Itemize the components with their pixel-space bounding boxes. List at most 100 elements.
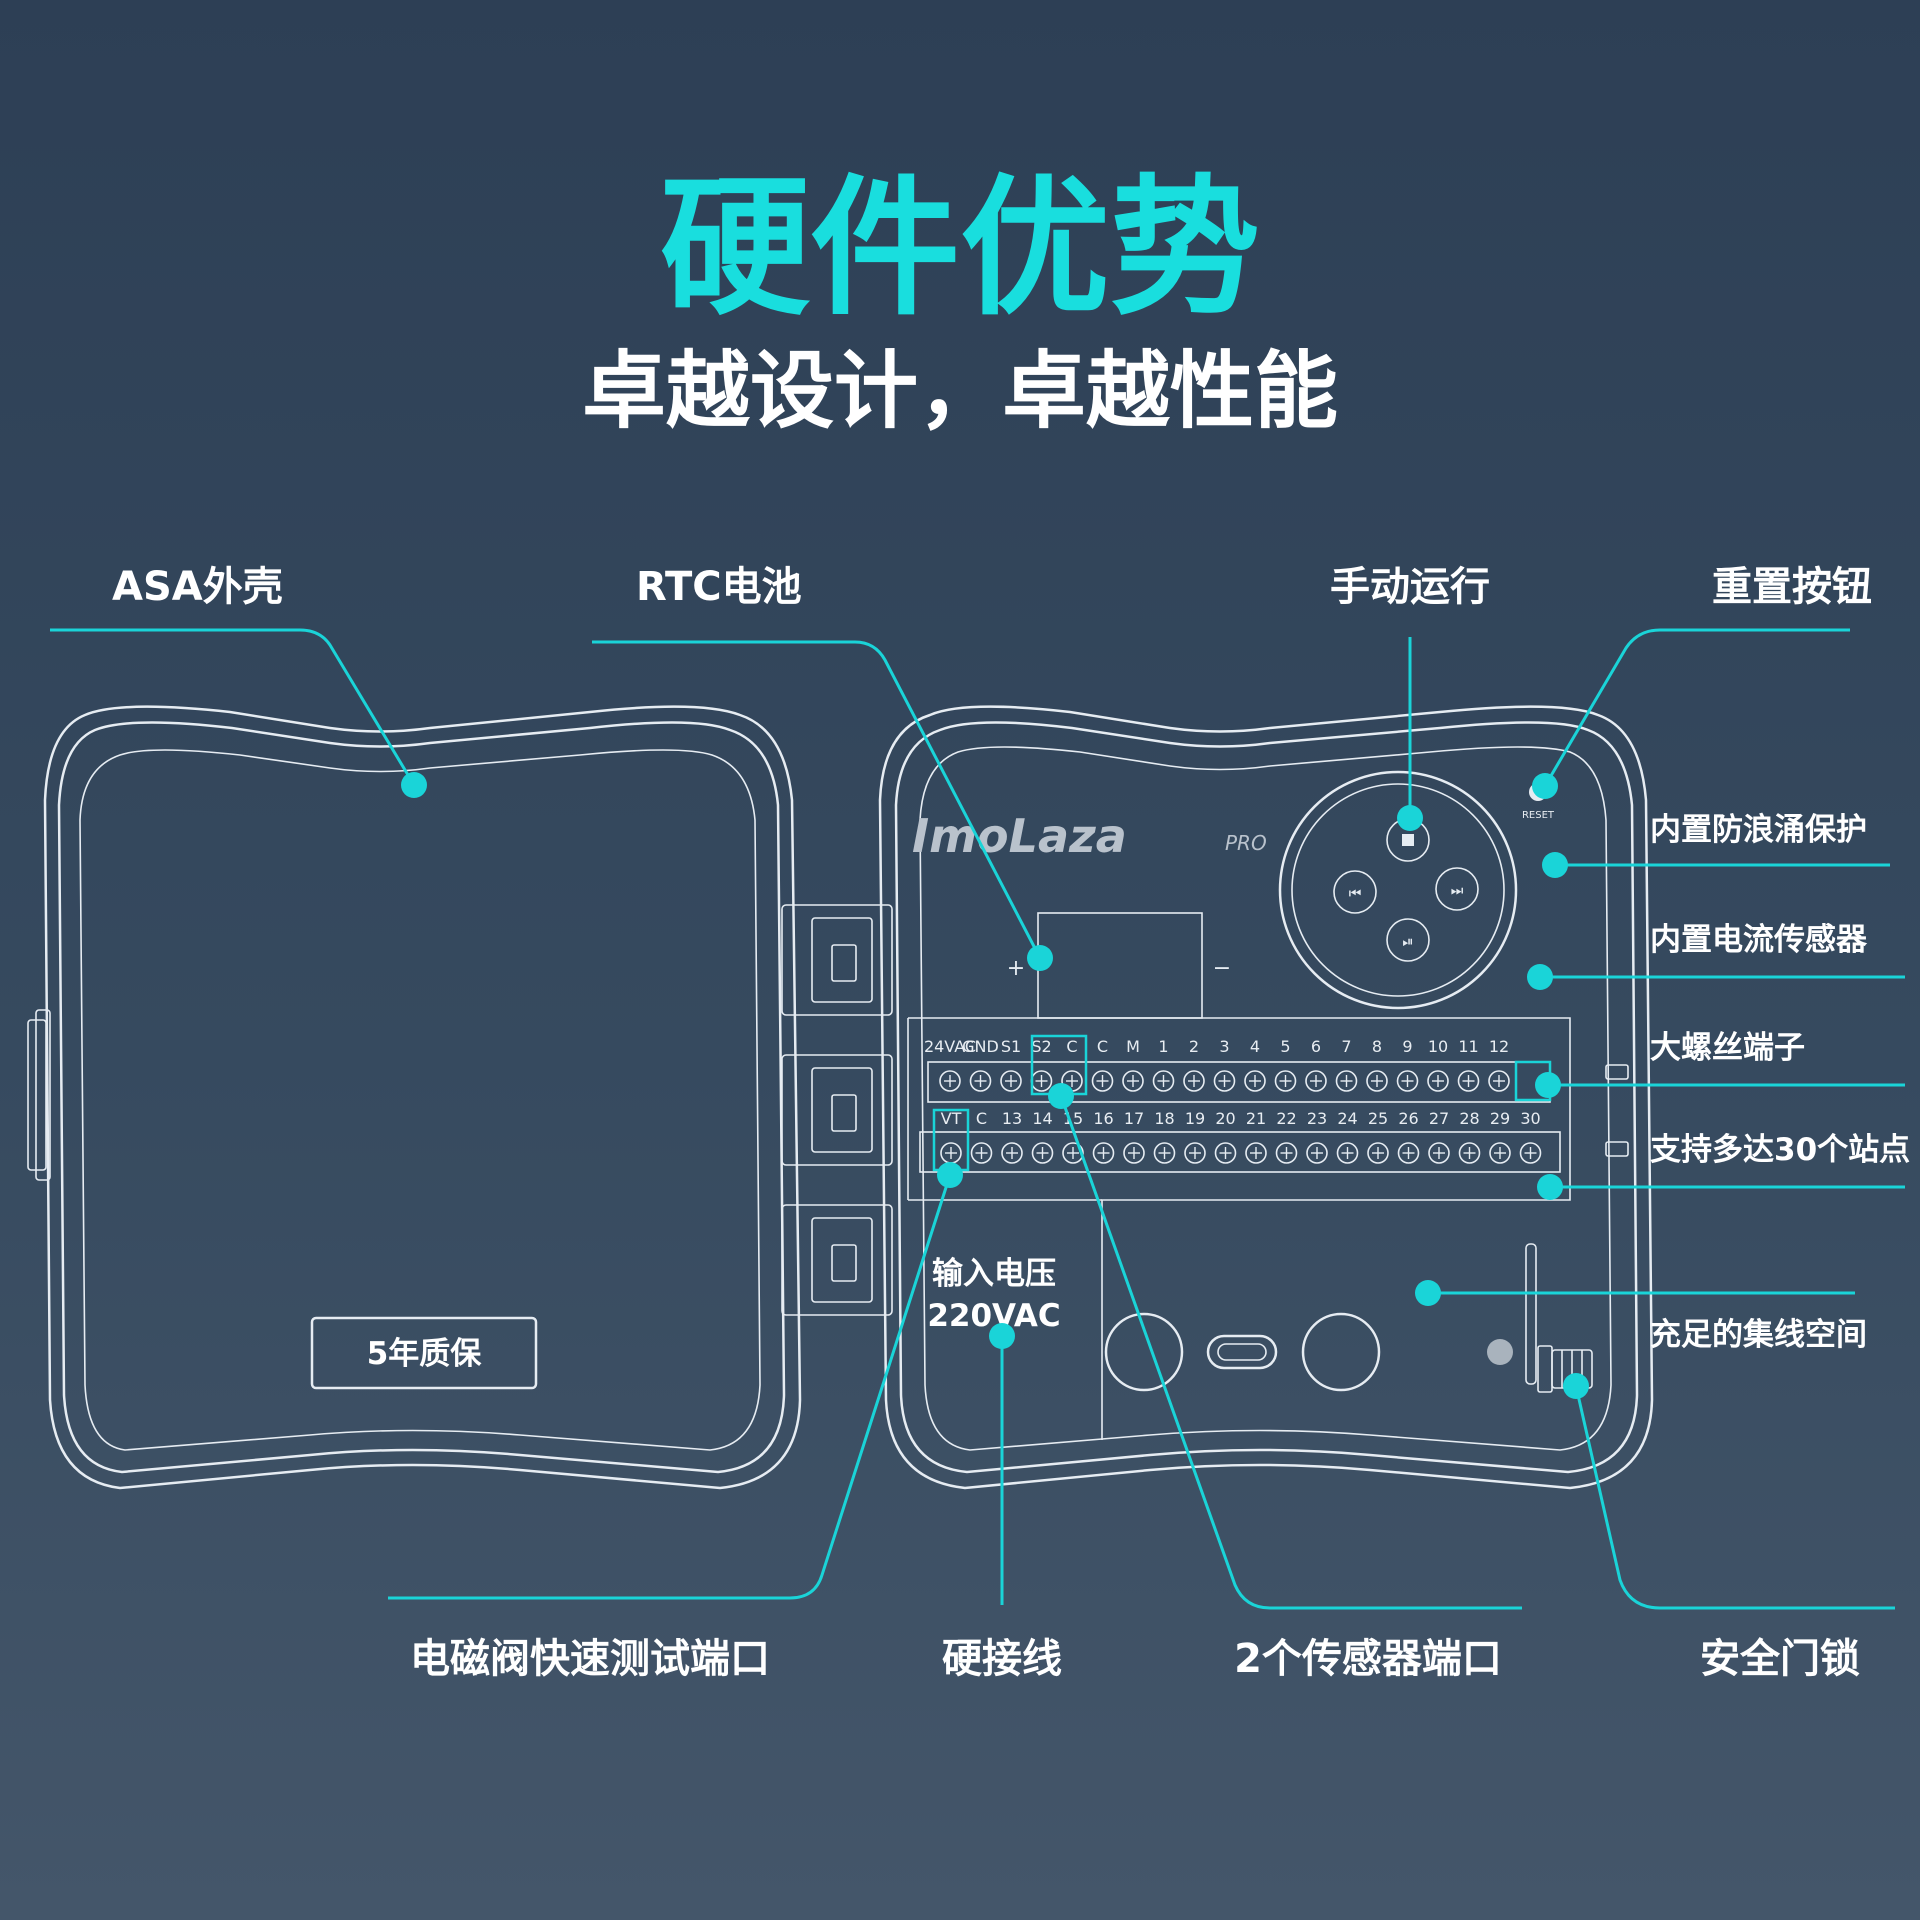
stop-icon [1402, 834, 1414, 846]
screw-terminal [1152, 1070, 1175, 1092]
label-rtc-battery: RTC电池 [636, 564, 802, 610]
label-valve-test-port: 电磁阀快速测试端口 [410, 1636, 770, 1682]
label-safety-lock: 安全门锁 [1700, 1636, 1860, 1682]
screw-terminal [1305, 1070, 1327, 1092]
terminal-label: C [1097, 1037, 1108, 1056]
screw-terminal [1427, 1070, 1449, 1092]
input-voltage-label: 输入电压 [932, 1256, 1056, 1292]
terminal-label: 8 [1372, 1037, 1382, 1056]
play-pause-button[interactable]: ⏯ [1386, 918, 1430, 962]
label-manual-run: 手动运行 [1330, 564, 1490, 610]
terminal-label: 29 [1490, 1109, 1510, 1128]
screw-terminal [1335, 1070, 1358, 1092]
reset-label: RESET [1522, 810, 1555, 821]
label-reset-button: 重置按钮 [1712, 564, 1872, 610]
screw-terminal [1213, 1070, 1236, 1092]
screw-terminal [1397, 1142, 1420, 1164]
terminal-label: GND [962, 1037, 999, 1056]
terminal-label: 6 [1311, 1037, 1321, 1056]
warranty-label: 5年质保 [367, 1336, 483, 1372]
door-lock [1525, 1243, 1593, 1393]
screw-terminal [1183, 1070, 1205, 1092]
terminal-label: VT [941, 1109, 962, 1128]
screw-terminal [1396, 1070, 1419, 1092]
screw-terminal [1092, 1142, 1115, 1164]
warranty-badge [310, 1316, 538, 1390]
terminal-label: 16 [1093, 1109, 1113, 1128]
screw-terminal [1062, 1142, 1084, 1164]
skip-forward-icon: ⏭ [1451, 883, 1464, 899]
svg-text:+: + [1007, 956, 1025, 981]
terminal-label: 13 [1002, 1109, 1022, 1128]
screw-terminal [1457, 1070, 1480, 1092]
next-button[interactable]: ⏭ [1435, 867, 1479, 911]
brand-logo: ImoLaza [912, 809, 1127, 863]
screw-terminal [970, 1142, 993, 1164]
screw-terminal [1122, 1070, 1144, 1092]
terminal-label: 11 [1458, 1037, 1478, 1056]
leader-lines [50, 628, 1905, 1610]
terminal-label: 24 [1337, 1109, 1357, 1128]
screw-terminal [1275, 1142, 1298, 1164]
door-panel: 5年质保 [27, 705, 802, 1490]
label-stations: 支持多达30个站点 [1650, 1132, 1910, 1168]
terminal-label: 28 [1459, 1109, 1479, 1128]
brand-suffix: PRO [1225, 831, 1267, 855]
hinges [781, 904, 893, 1316]
label-asa-shell: ASA外壳 [112, 564, 283, 610]
terminal-label: 2 [1189, 1037, 1199, 1056]
terminal-strip-bottom [919, 1131, 1561, 1173]
screw-terminal [1214, 1142, 1237, 1164]
screw-terminal [939, 1070, 961, 1092]
screw-terminal [969, 1070, 992, 1092]
terminal-label: C [1066, 1037, 1077, 1056]
label-wiring-space: 充足的集线空间 [1650, 1317, 1867, 1353]
screw-terminal [1519, 1142, 1542, 1164]
terminal-label: M [1126, 1037, 1140, 1056]
terminal-label: 9 [1402, 1037, 1412, 1056]
page-subtitle: 卓越设计，卓越性能 [582, 342, 1338, 440]
label-surge-protection: 内置防浪涌保护 [1650, 812, 1867, 848]
callout-labels: ASA外壳 RTC电池 手动运行 重置按钮 内置防浪涌保护 内置电流传感器 大螺… [112, 564, 1910, 1682]
terminal-label: 18 [1154, 1109, 1174, 1128]
prev-button[interactable]: ⏮ [1333, 870, 1377, 914]
terminal-label: 26 [1398, 1109, 1418, 1128]
screw-terminal [1123, 1142, 1145, 1164]
terminal-label: 19 [1185, 1109, 1205, 1128]
label-big-screw-terminal: 大螺丝端子 [1650, 1030, 1805, 1066]
screw-terminal [1366, 1070, 1388, 1092]
cable-gland-left [1104, 1312, 1184, 1392]
terminal-label: 3 [1219, 1037, 1229, 1056]
terminal-label: 30 [1520, 1109, 1540, 1128]
terminal-label: 24VAC [924, 1037, 976, 1056]
control-dial [1278, 770, 1518, 1010]
terminal-label: 14 [1032, 1109, 1052, 1128]
screw-terminal [1031, 1142, 1054, 1164]
terminal-label: 22 [1276, 1109, 1296, 1128]
terminal-label: 23 [1307, 1109, 1327, 1128]
label-hardwire: 硬接线 [942, 1636, 1062, 1682]
screw-terminal [1000, 1070, 1022, 1092]
screw-terminal [1153, 1142, 1176, 1164]
terminal-label: 7 [1341, 1037, 1351, 1056]
terminal-label: S1 [1001, 1037, 1021, 1056]
terminal-label: 5 [1280, 1037, 1290, 1056]
terminal-label: 12 [1489, 1037, 1509, 1056]
terminal-label: 25 [1368, 1109, 1388, 1128]
screw-terminal [1458, 1142, 1481, 1164]
screw-terminal [1488, 1070, 1510, 1092]
screw-terminal [1489, 1142, 1511, 1164]
terminal-label: 10 [1428, 1037, 1448, 1056]
label-sensor-ports: 2个传感器端口 [1234, 1636, 1502, 1682]
label-current-sensor: 内置电流传感器 [1650, 922, 1868, 958]
screw-terminal [1184, 1142, 1206, 1164]
screw-terminal [1001, 1142, 1023, 1164]
controller-body: ImoLaza PRO + − ⏮ ⏭ ⏯ RESET [878, 705, 1654, 1490]
screw-terminal [1306, 1142, 1328, 1164]
terminal-label: 21 [1246, 1109, 1266, 1128]
terminal-label: 27 [1429, 1109, 1449, 1128]
screw-terminal [1244, 1070, 1266, 1092]
